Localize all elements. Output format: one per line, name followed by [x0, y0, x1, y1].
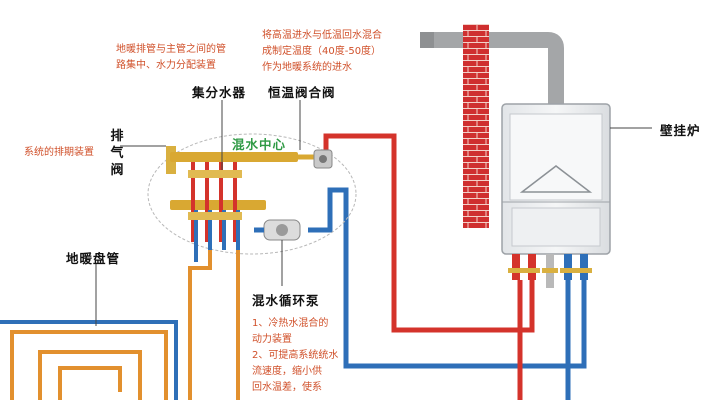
circulation-pump-label: 混水循环泵 [252, 293, 320, 308]
mixing-center-label: 混水中心 [232, 137, 287, 152]
flue-pipe [420, 32, 564, 112]
hot-supply-pipe [323, 133, 535, 333]
pump-note: 1、冷热水混合的 动力装置 2、可提高系统统水 流速度，缩小供 回水温差，使系 [252, 318, 339, 393]
mixing-valve-label: 恒温阀合阀 [268, 85, 336, 100]
floor-coil-label: 地暖盘管 [66, 251, 121, 266]
floor-coil [0, 250, 240, 400]
valve-note: 将高温进水与低温回水混合 成制定温度（40度-50度） 作为地暖系统的进水 [262, 30, 382, 73]
chimney [463, 24, 489, 228]
mixing-valve [313, 149, 333, 169]
circulation-pump [254, 219, 301, 286]
leader-lines [95, 100, 301, 326]
manifold-label: 集分水器 [192, 85, 247, 100]
cold-return-pipe [308, 187, 587, 400]
wall-boiler-label: 壁挂炉 [660, 123, 701, 138]
exhaust-note: 系统的排期装置 [24, 147, 94, 158]
mixing-center-outline [147, 133, 357, 255]
boiler-connections [508, 254, 592, 288]
manifold [166, 146, 298, 250]
wall-boiler [501, 103, 652, 255]
manifold-note: 地暖排管与主管之间的管 路集中、水力分配装置 [116, 44, 226, 71]
exhaust-valve-label: 排气阀 [110, 129, 124, 178]
